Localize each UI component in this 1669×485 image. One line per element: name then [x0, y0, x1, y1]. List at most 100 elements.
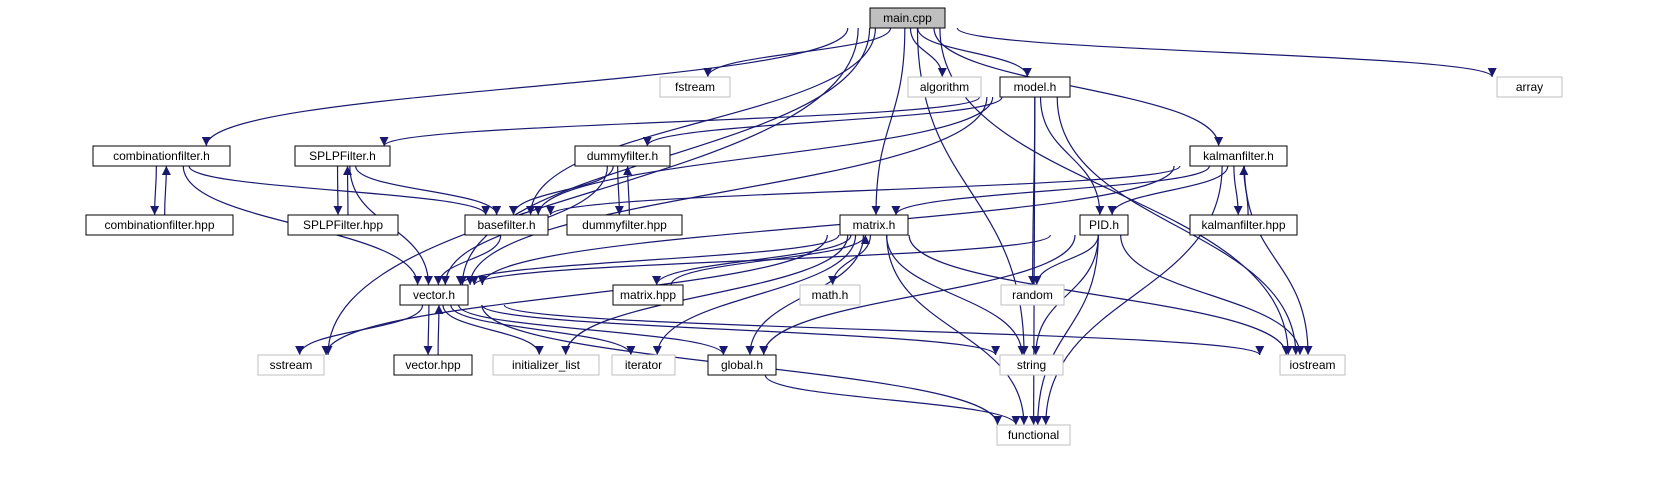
node-iostream: iostream	[1279, 354, 1346, 376]
node-label: math.h	[812, 288, 849, 302]
node-model-h[interactable]: model.h	[999, 76, 1071, 98]
edge-kalmanfilter-h-to-basefilter-h	[546, 165, 1181, 216]
node-string: string	[999, 354, 1064, 376]
node-basefilter-h[interactable]: basefilter.h	[464, 214, 549, 236]
node-box	[1189, 145, 1288, 167]
edge-matrix-h-to-sstream	[321, 234, 828, 356]
node-box	[393, 354, 473, 376]
edge-model-h-to-functional	[1029, 96, 1039, 426]
node-label: iterator	[625, 358, 662, 372]
node-label: PID.h	[1089, 218, 1119, 232]
edge-main-cpp-to-basefilter-h	[526, 27, 877, 216]
node-box	[566, 214, 683, 236]
node-matrix-hpp[interactable]: matrix.hpp	[612, 284, 684, 306]
node-box	[612, 284, 684, 306]
node-label: iostream	[1289, 358, 1335, 372]
node-box	[294, 145, 391, 167]
node-box	[611, 354, 676, 376]
edge-pid-h-to-global-h	[759, 234, 1076, 356]
node-box	[996, 424, 1071, 446]
edge-model-h-to-vector-h	[465, 96, 988, 286]
node-box	[1279, 354, 1346, 376]
node-box	[1496, 76, 1563, 98]
edge-model-h-to-splpfilter-h	[379, 96, 981, 147]
node-box	[1079, 214, 1129, 236]
node-label: algorithm	[920, 80, 969, 94]
node-splpfilter-hpp[interactable]: SPLPFilter.hpp	[287, 214, 399, 236]
node-box	[92, 145, 231, 167]
node-global-h[interactable]: global.h	[707, 354, 777, 376]
edge-kalmanfilter-h-to-pid-h	[1107, 165, 1229, 216]
edge-dummyfilter-hpp-to-dummyfilter-h	[623, 165, 633, 216]
node-label: sstream	[270, 358, 313, 372]
nodes-layer: main.cpp fstream algorithm model.h array comb…	[85, 7, 1563, 446]
node-random: random	[1000, 284, 1065, 306]
node-main-cpp[interactable]: main.cpp	[869, 7, 946, 29]
node-box	[257, 354, 325, 376]
edge-splpfilter-h-to-basefilter-h	[355, 165, 502, 216]
node-vector-hpp[interactable]: vector.hpp	[393, 354, 473, 376]
node-combinationfilter-hpp[interactable]: combinationfilter.hpp	[85, 214, 234, 236]
node-label: SPLPFilter.h	[309, 149, 376, 163]
edge-model-h-to-basefilter-h	[533, 96, 994, 216]
node-box	[464, 214, 549, 236]
node-sstream: sstream	[257, 354, 325, 376]
edge-basefilter-h-to-vector-h	[433, 234, 502, 286]
node-box	[799, 284, 861, 306]
node-label: random	[1012, 288, 1053, 302]
edge-main-cpp-to-combinationfilter-h	[201, 27, 849, 147]
node-box	[707, 354, 777, 376]
edge-pid-h-to-iostream	[1120, 234, 1305, 356]
node-box	[574, 145, 671, 167]
node-pid-h[interactable]: PID.h	[1079, 214, 1129, 236]
node-box	[85, 214, 234, 236]
edge-main-cpp-to-array	[956, 27, 1497, 78]
edge-matrix-h-to-vector-h	[456, 234, 840, 286]
node-box	[399, 284, 469, 306]
node-label: model.h	[1014, 80, 1057, 94]
node-kalmanfilter-hpp[interactable]: kalmanfilter.hpp	[1189, 214, 1298, 236]
edge-dummyfilter-h-to-dummyfilter-hpp	[614, 165, 624, 216]
node-matrix-h[interactable]: matrix.h	[839, 214, 909, 236]
node-fstream: fstream	[659, 76, 731, 98]
node-math-h: math.h	[799, 284, 861, 306]
node-label: matrix.hpp	[620, 288, 676, 302]
edge-kalmanfilter-h-to-iostream	[1243, 165, 1313, 356]
edge-pid-h-to-random	[1032, 234, 1099, 286]
node-kalmanfilter-h[interactable]: kalmanfilter.h	[1189, 145, 1288, 167]
node-box	[659, 76, 731, 98]
edge-combinationfilter-hpp-to-combinationfilter-h	[161, 165, 171, 216]
edge-model-h-to-iostream	[1056, 96, 1301, 356]
node-label: dummyfilter.h	[587, 149, 658, 163]
node-dummyfilter-h[interactable]: dummyfilter.h	[574, 145, 671, 167]
node-label: vector.hpp	[405, 358, 461, 372]
node-box	[287, 214, 399, 236]
edge-vector-h-to-sstream	[295, 304, 424, 356]
edge-vector-h-to-string	[481, 304, 1000, 356]
node-algorithm: algorithm	[907, 76, 982, 98]
edge-kalmanfilter-h-to-kalmanfilter-hpp	[1233, 165, 1243, 216]
node-box	[1000, 284, 1065, 306]
edge-pid-h-to-vector-h	[469, 234, 1051, 286]
node-combinationfilter-h[interactable]: combinationfilter.h	[92, 145, 231, 167]
edge-main-cpp-to-algorithm	[909, 27, 947, 78]
node-label: combinationfilter.hpp	[104, 218, 214, 232]
edge-vector-h-to-initializer-list	[442, 304, 544, 356]
node-label: fstream	[675, 80, 715, 94]
node-vector-h[interactable]: vector.h	[399, 284, 469, 306]
node-dummyfilter-hpp[interactable]: dummyfilter.hpp	[566, 214, 683, 236]
node-label: initializer_list	[512, 358, 581, 372]
node-label: global.h	[721, 358, 763, 372]
edge-combinationfilter-h-to-combinationfilter-hpp	[150, 165, 160, 216]
node-label: main.cpp	[883, 11, 932, 25]
edge-vector-h-to-iostream	[503, 304, 1265, 356]
edge-dummyfilter-h-to-basefilter-h	[508, 165, 614, 216]
node-label: dummyfilter.hpp	[582, 218, 667, 232]
node-initializer-list: initializer_list	[492, 354, 600, 376]
node-splpfilter-h[interactable]: SPLPFilter.h	[294, 145, 391, 167]
node-array: array	[1496, 76, 1563, 98]
node-box	[907, 76, 982, 98]
edge-pid-h-to-functional	[1033, 234, 1099, 426]
node-label: combinationfilter.h	[113, 149, 210, 163]
